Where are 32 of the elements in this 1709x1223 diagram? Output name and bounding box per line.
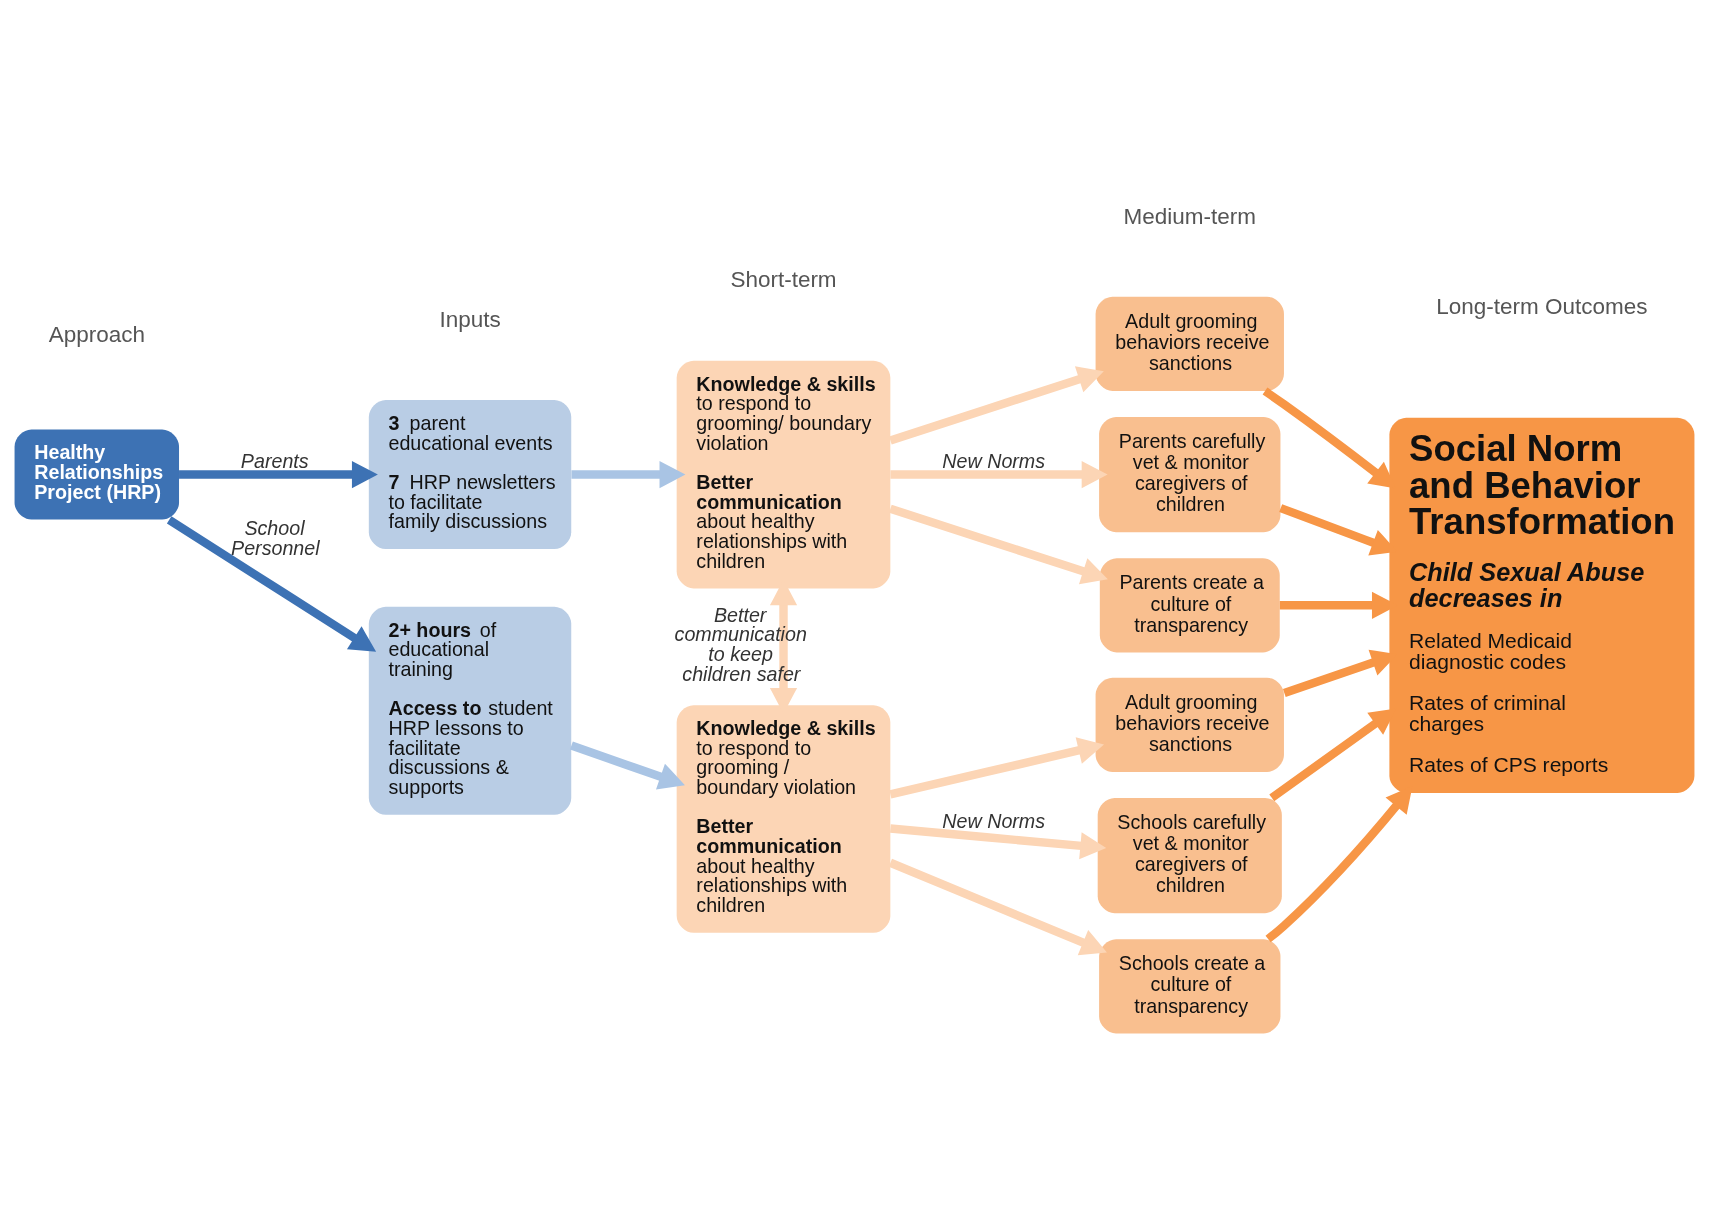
- node-box: Parents carefully vet & monitor caregivers of children: [1099, 416, 1281, 532]
- node-box: 2+ hours of educational training Access to student HRP lessons to facilitate discussions & supports: [368, 606, 572, 815]
- arrow: [179, 460, 378, 488]
- arrow: [571, 460, 686, 488]
- arrow: [889, 504, 1108, 584]
- node-box: Knowledge & skills to respond to grooming / boundary violation Better communication about healthy relationships with children: [676, 704, 891, 933]
- node-box: Knowledge & skills to respond to grooming/ boundary violation Better communication about healthy relationships with children: [676, 360, 891, 588]
- arrow: [890, 460, 1108, 488]
- label: Short-term: [730, 266, 837, 292]
- label: Inputs: [439, 306, 501, 332]
- arrow: [570, 741, 685, 789]
- node-box: Adult grooming behaviors receive sanctions: [1095, 677, 1284, 772]
- edge-label: School Personnel: [231, 516, 320, 559]
- arrow: [890, 823, 1107, 859]
- label: Long-term Outcomes: [1436, 293, 1648, 319]
- arrow: [888, 858, 1107, 955]
- edge-label: New Norms: [942, 449, 1046, 472]
- label: Medium-term: [1123, 203, 1256, 229]
- arrow: [166, 515, 377, 652]
- node-box: Social Norm and Behavior Transformation Child Sexual Abuse decreases in Related Medicaid diagnostic codes Rates of criminal charges Rates of CPS reports: [1389, 417, 1695, 793]
- edge-label: Parents: [240, 449, 309, 472]
- label: Approach: [48, 321, 145, 347]
- node-box: Adult grooming behaviors receive sanctions: [1095, 296, 1284, 391]
- edge-label: New Norms: [942, 809, 1046, 832]
- edge-label: Better communication to keep children safer: [674, 603, 807, 685]
- node-box: 3 parent educational events 7 HRP newsletters to facilitate family discussions: [368, 399, 572, 549]
- node-box: Parents create a culture of transparency: [1099, 557, 1280, 652]
- arrow: [889, 365, 1104, 444]
- node-box: Healthy Relationships Project (HRP): [14, 429, 180, 520]
- node-box: Schools create a culture of transparency: [1099, 938, 1281, 1033]
- arrow: [889, 736, 1104, 798]
- node-box: Schools carefully vet & monitor caregivers of children: [1097, 797, 1282, 913]
